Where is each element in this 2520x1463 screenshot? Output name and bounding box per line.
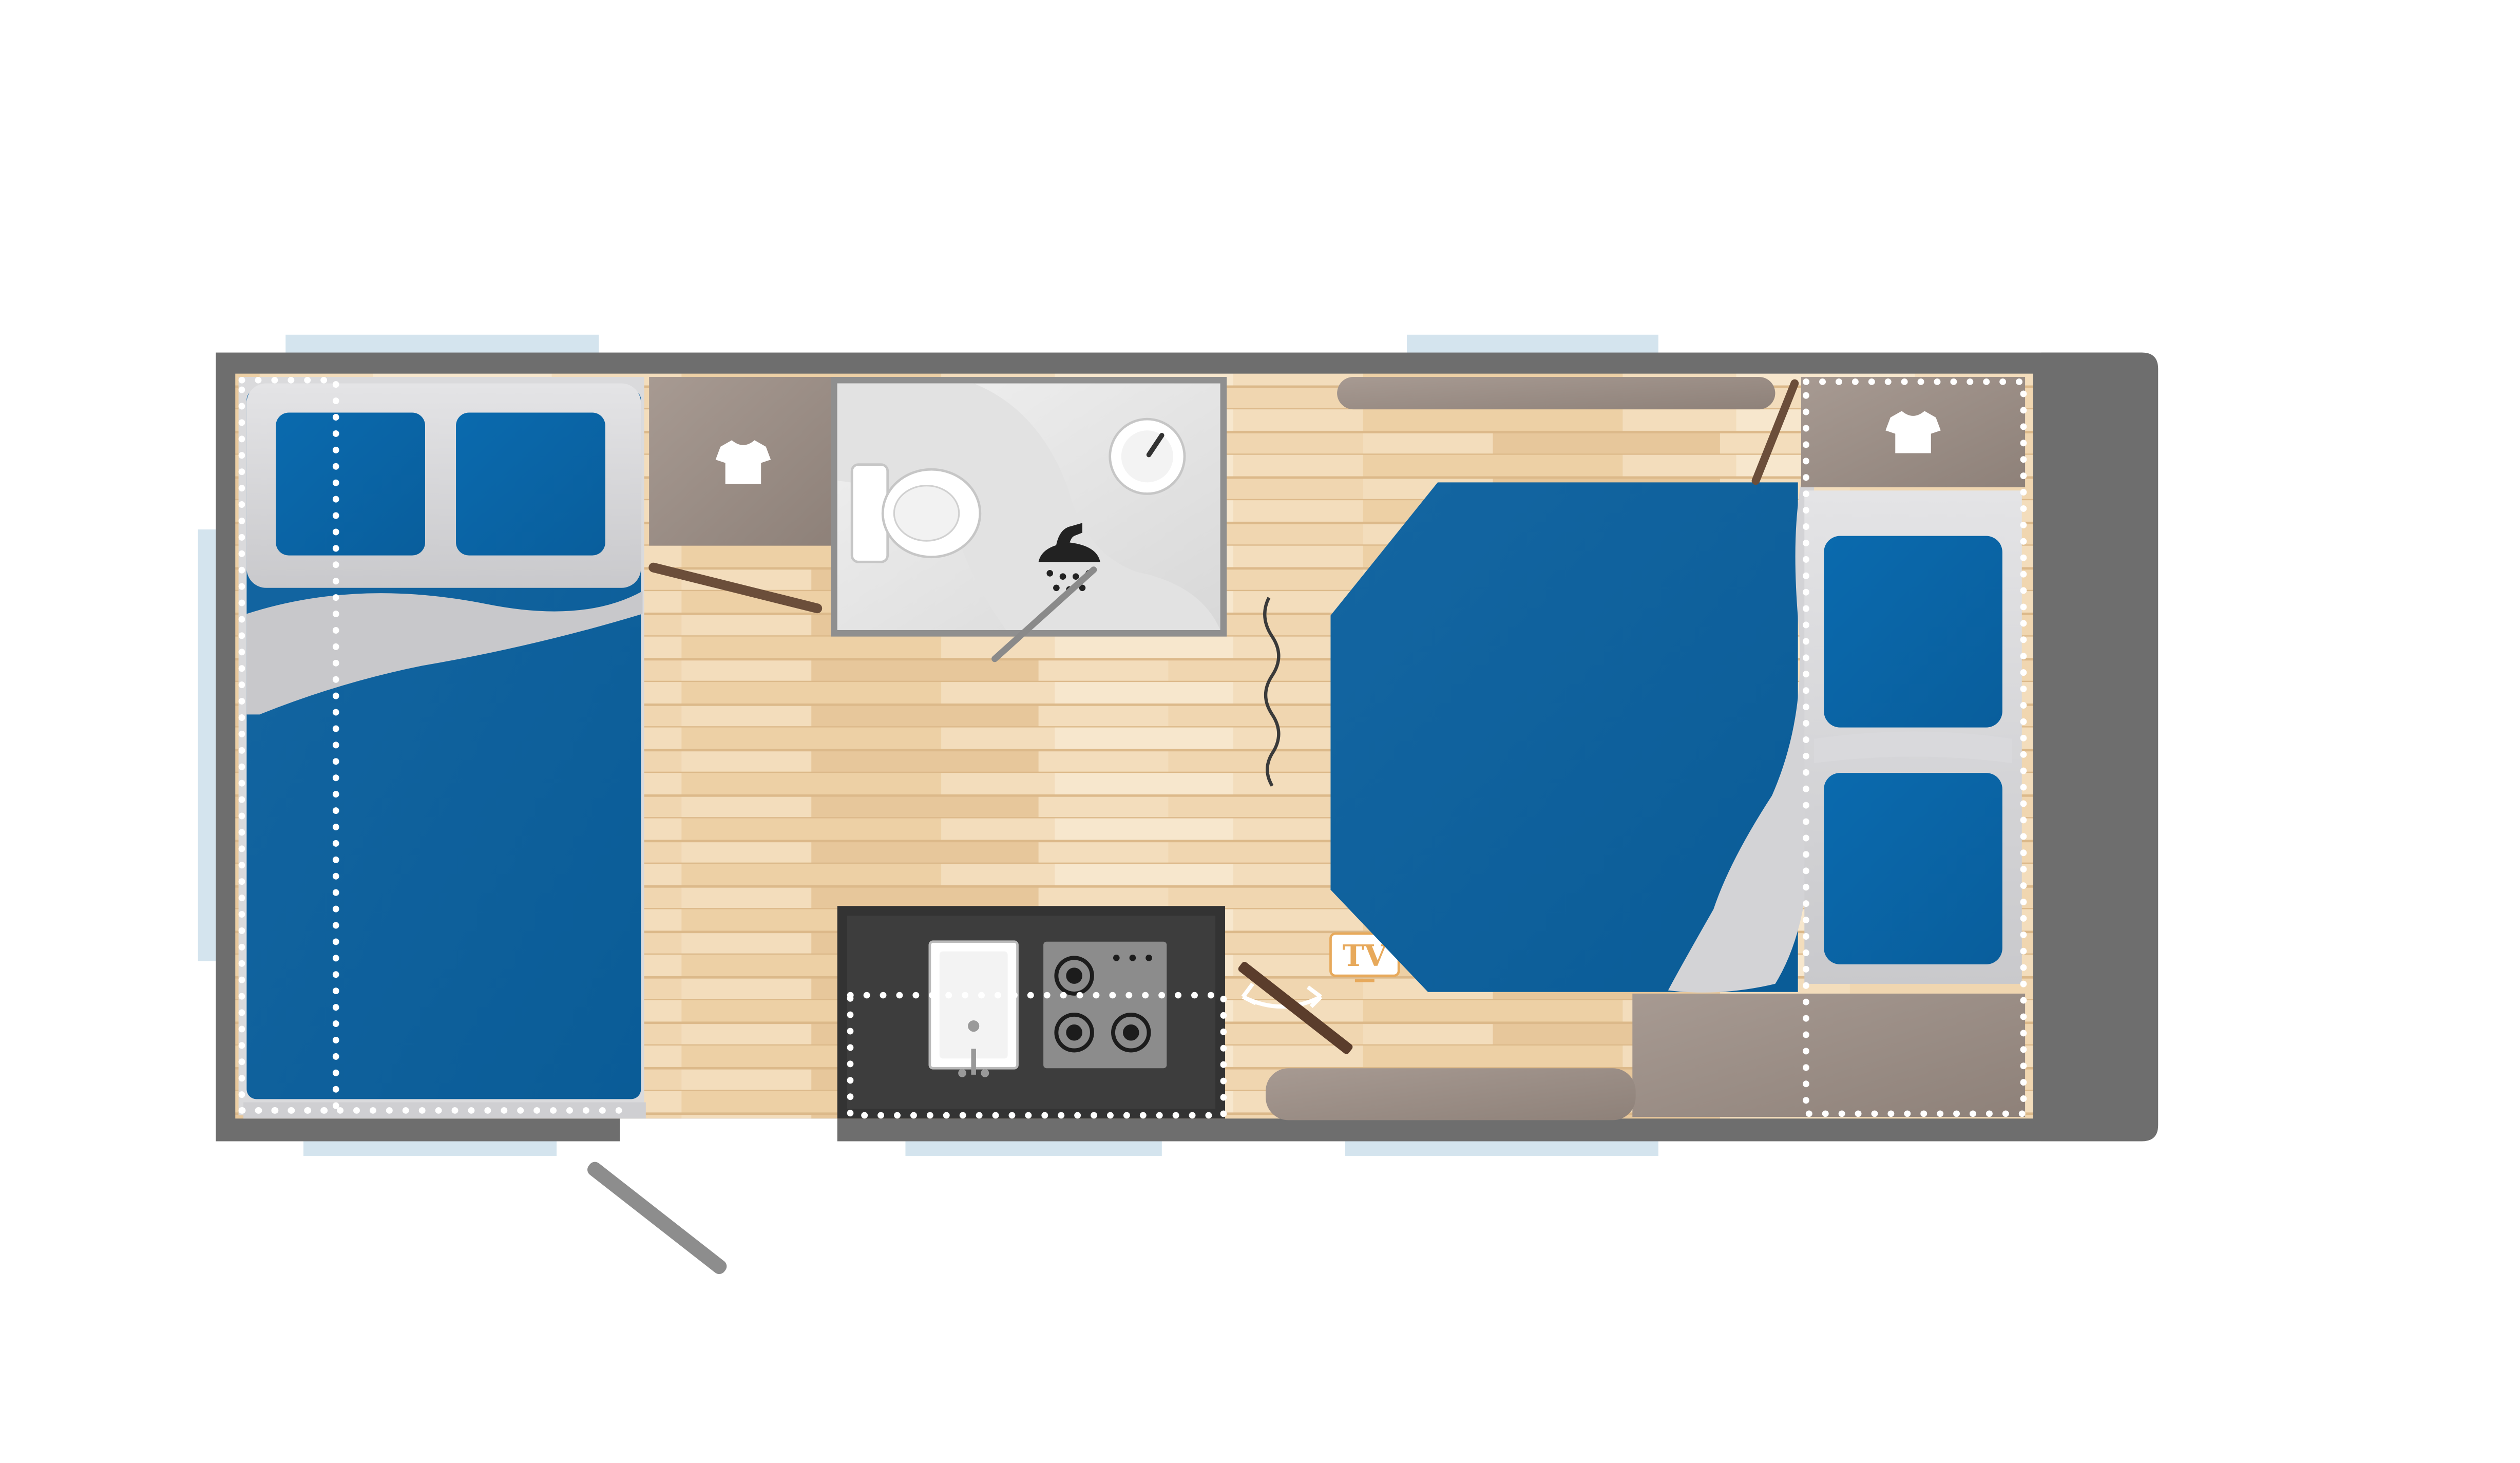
tv-area: TV [1237, 932, 1400, 1055]
stove-controls [1113, 955, 1152, 961]
pillow [456, 412, 605, 556]
tv-icon: TV [1329, 932, 1400, 982]
stove-icon [1043, 941, 1167, 1069]
t-shirt-icon [715, 440, 771, 484]
lower-front-cabinets [1266, 993, 2026, 1120]
wardrobe-door[interactable] [647, 562, 823, 614]
folded-duvet [246, 591, 643, 715]
tv-swivel-arm[interactable] [1237, 960, 1354, 1055]
stove-burner-icon [1054, 956, 1094, 996]
curtain [1263, 597, 1281, 787]
rear-double-bed [238, 376, 646, 1119]
entrance-door-opening [620, 1118, 837, 1145]
front-side-bench [1804, 490, 2022, 984]
washbasin-icon [1109, 417, 1186, 495]
seat-cushion [1824, 536, 2002, 728]
front-mattress [1330, 482, 1798, 992]
wardrobe-left [647, 376, 831, 614]
t-shirt-icon [1885, 411, 1941, 453]
overhead-cabinet-front [1337, 376, 1776, 410]
wardrobe-front [1801, 376, 2026, 487]
bathroom [831, 376, 1227, 663]
bathroom-door[interactable] [990, 565, 1098, 663]
stove-burner-icon [1111, 1013, 1151, 1053]
entrance-door[interactable] [585, 1160, 729, 1277]
storage-outlines [238, 376, 2027, 1117]
seat-cushion [1824, 773, 2002, 965]
bed-wardrobe-door[interactable] [1751, 379, 1799, 485]
kitchen-block [837, 906, 1227, 1119]
stove-burner-icon [1054, 1013, 1094, 1053]
draped-linen [1668, 482, 1815, 993]
toilet-icon [850, 463, 982, 563]
tv-label: TV [1343, 939, 1387, 973]
front-seating-bed [1330, 379, 1815, 993]
shower-icon [1038, 523, 1100, 593]
pillow [276, 412, 426, 556]
sink-icon [928, 940, 1019, 1077]
